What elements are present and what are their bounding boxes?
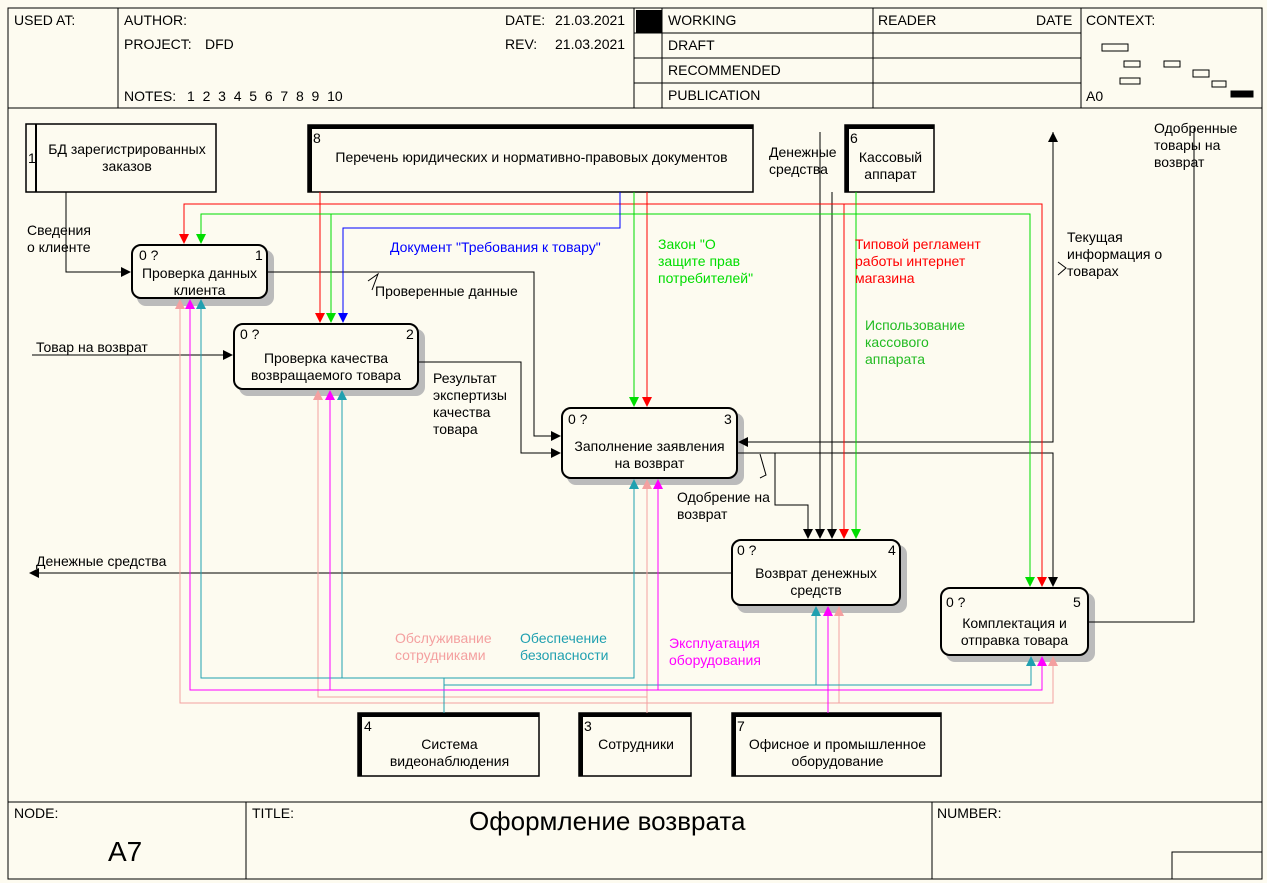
external-1-label: БД зарегистрированных заказов: [48, 141, 206, 174]
used-at-label: USED AT:: [14, 12, 76, 28]
external-3-label: Сотрудники: [598, 736, 674, 752]
reader-date-label: DATE: [1036, 12, 1073, 28]
arrow-label-staff-service: Обслуживание сотрудниками: [395, 630, 492, 663]
activity-3-id: 3: [724, 411, 732, 427]
external-3-id: 3: [584, 718, 592, 734]
black-arrows: [29, 128, 1195, 623]
title-label: TITLE:: [252, 805, 295, 821]
context-node: A0: [1086, 88, 1104, 104]
activity-5-meta: 0 ?: [946, 594, 966, 610]
arrow-label-money-out: Денежные средства: [36, 553, 167, 569]
frame: [7, 7, 1263, 880]
external-1-id: 1: [28, 150, 36, 166]
magenta-arrows: [185, 299, 1047, 713]
green-arrows: [196, 192, 1035, 587]
status-publication: PUBLICATION: [668, 87, 761, 103]
activity-boxes: [131, 244, 1089, 656]
working-status-fill: [636, 10, 662, 33]
activity-1-label: Проверка данных клиента: [141, 265, 258, 298]
activity-2-id: 2: [406, 326, 414, 342]
arrow-label-approved-goods: Одобренные товары на возврат: [1154, 120, 1238, 170]
diagram-title: Оформление возврата: [469, 806, 746, 836]
status-recommended: RECOMMENDED: [668, 62, 781, 78]
external-4-label: Система видеонаблюдения: [389, 736, 510, 769]
activity-3-label: Заполнение заявления на возврат: [574, 438, 725, 471]
activity-1-meta: 0 ?: [139, 247, 159, 263]
activity-2-meta: 0 ?: [240, 326, 260, 342]
status-working: WORKING: [668, 12, 737, 28]
project-label: PROJECT:: [124, 36, 192, 52]
external-6-id: 6: [850, 130, 858, 146]
project-value: DFD: [205, 36, 234, 52]
arrow-label-law: Закон "О защите прав потребителей": [658, 236, 754, 286]
activity-4-label: Возврат денежных средств: [755, 565, 877, 598]
status-draft: DRAFT: [668, 37, 715, 53]
arrow-label-expertise: Результат экспертизы качества товара: [433, 370, 507, 437]
arrow-label-approval: Одобрение на возврат: [677, 489, 770, 522]
red-arrows: [179, 192, 1047, 587]
teal-arrows: [196, 299, 1036, 713]
activity-4-id: 4: [888, 542, 896, 558]
arrow-label-security: Обеспечение безопасности: [520, 630, 609, 663]
arrow-label-checked-data: Проверенные данные: [375, 283, 518, 299]
external-4-id: 4: [364, 718, 372, 734]
activity-1-id: 1: [255, 247, 263, 263]
arrow-label-current-info: Текущая информация о товарах: [1067, 229, 1163, 279]
external-8-id: 8: [313, 130, 321, 146]
arrow-label-client-info: Сведения о клиенте: [27, 222, 91, 255]
node-label: NODE:: [14, 805, 59, 821]
activity-4-meta: 0 ?: [737, 542, 757, 558]
external-box-shadows: [308, 125, 941, 776]
date-value: 21.03.2021: [555, 12, 626, 28]
node-value: A7: [108, 836, 143, 867]
rev-value: 21.03.2021: [555, 36, 626, 52]
number-label: NUMBER:: [937, 805, 1002, 821]
reader-label: READER: [878, 12, 937, 28]
context-thumbnail: [1101, 43, 1254, 98]
arrow-label-returned-goods: Товар на возврат: [36, 339, 148, 355]
activity-3-meta: 0 ?: [568, 411, 588, 427]
arrow-label-cash-usage: Использование кассового аппарата: [865, 317, 966, 367]
author-label: AUTHOR:: [124, 12, 187, 28]
notes-label: NOTES:: [124, 88, 177, 104]
external-8-label: Перечень юридических и нормативно-правов…: [335, 149, 728, 165]
activity-5-id: 5: [1073, 594, 1081, 610]
external-7-id: 7: [737, 718, 745, 734]
pink-arrows: [175, 299, 1058, 713]
context-label: CONTEXT:: [1086, 12, 1156, 28]
activity-5-label: Комплектация и отправка товара: [960, 615, 1069, 648]
external-boxes: [25, 123, 942, 777]
arrow-label-doc-requirements: Документ "Требования к товару": [390, 239, 601, 255]
arrow-label-money-in: Денежные средства: [769, 144, 837, 177]
date-label: DATE:: [505, 12, 546, 28]
rev-label: REV:: [505, 36, 538, 52]
blue-arrows: [338, 192, 621, 323]
activity-2-label: Проверка качества возвращаемого товара: [251, 350, 401, 383]
notes-value: 1 2 3 4 5 6 7 8 9 10: [187, 88, 343, 104]
arrow-label-regulation: Типовой регламент работы интернет магази…: [855, 236, 981, 286]
external-6-label: Кассовый аппарат: [858, 149, 923, 182]
external-7-label: Офисное и промышленное оборудование: [748, 736, 927, 769]
arrow-label-equipment: Эксплуатация оборудования: [669, 635, 761, 668]
